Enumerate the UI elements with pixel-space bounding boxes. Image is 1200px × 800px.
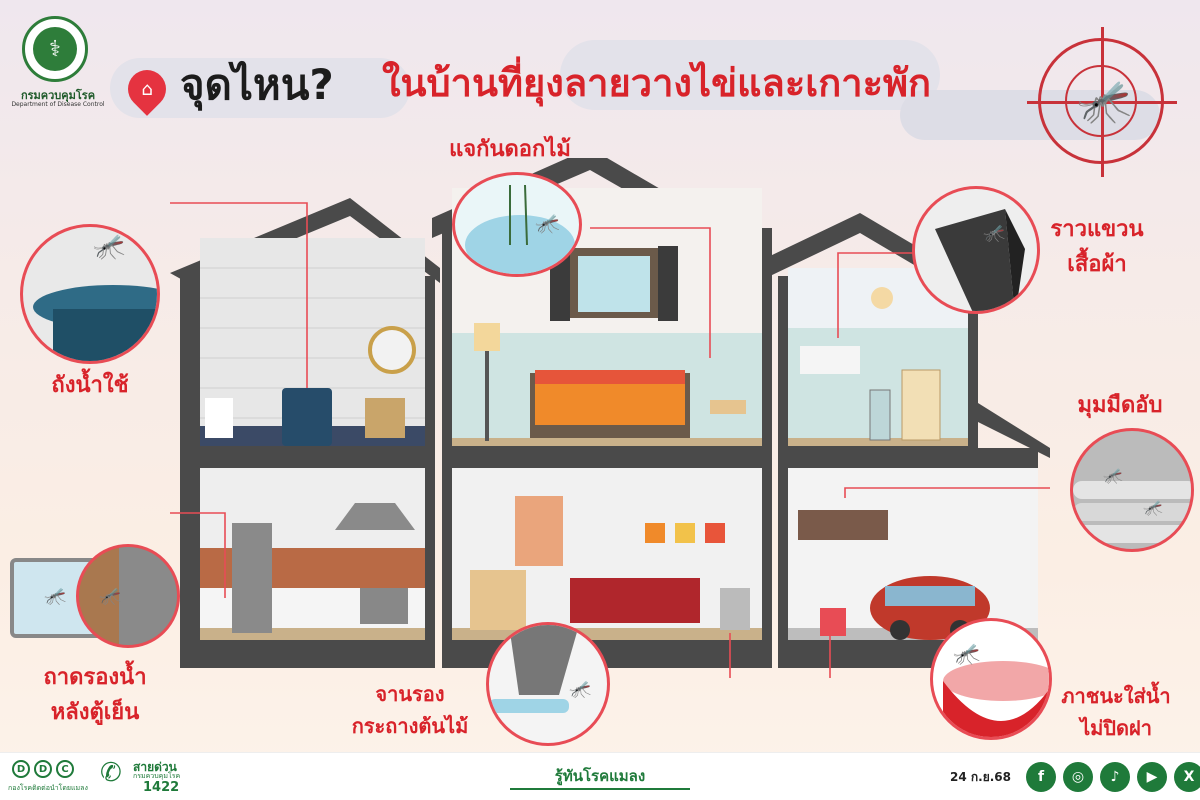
facebook-icon[interactable]: f	[1026, 762, 1056, 792]
clothes-hanger-callout: 🦟	[912, 186, 1040, 314]
label-fridge-tray-line1: ถาดรองน้ำ	[43, 665, 147, 690]
label-dark-corner: มุมมืดอับ	[1077, 393, 1163, 418]
svg-text:🦟: 🦟	[953, 642, 980, 667]
page-title: ในบ้านที่ยุงลายวางไข่และเกาะพัก	[382, 61, 932, 105]
label-fridge-tray-line2: หลังตู้เย็น	[50, 700, 140, 726]
label-fridge-tray: ถาดรองน้ำ หลังตู้เย็น	[20, 660, 170, 730]
ddc-letter: D	[12, 760, 30, 778]
caduceus-icon: ⚕	[33, 27, 77, 71]
slogan: รู้ทันโรคแมลง	[510, 764, 690, 790]
label-clothes-hanger-line1: ราวแขวน	[1050, 217, 1144, 242]
ddc-letter: C	[56, 760, 74, 778]
phone-icon: ✆	[100, 758, 122, 788]
ddc-subtitle: กองโรคติดต่อนำโดยแมลง	[8, 784, 88, 792]
label-flower-vase: แจกันดอกไม้	[449, 137, 571, 162]
label-clothes-hanger-line2: เสื้อผ้า	[1067, 252, 1127, 278]
post-date: 24 ก.ย.68	[950, 770, 1011, 784]
svg-text:🦟: 🦟	[44, 586, 66, 607]
label-clothes-hanger: ราวแขวน เสื้อผ้า	[1042, 212, 1152, 282]
water-jar-callout: 🦟	[20, 224, 160, 364]
label-open-container-line2: ไม่ปิดฝา	[1080, 716, 1152, 740]
ddc-logo: ⚕	[22, 16, 88, 82]
title-question: จุดไหน?	[180, 60, 334, 109]
fridge-back-callout: 🦟	[76, 544, 180, 648]
ddc-letter: D	[34, 760, 52, 778]
flower-vase-callout: 🦟	[452, 172, 582, 277]
hotline-org: กรมควบคุมโรค	[133, 772, 181, 780]
label-open-container: ภาชนะใส่น้ำ ไม่ปิดฝา	[1056, 680, 1176, 744]
svg-text:🦟: 🦟	[99, 586, 121, 607]
instagram-icon[interactable]: ◎	[1063, 762, 1093, 792]
hotline-number: 1422	[143, 780, 180, 795]
dark-corner-callout: 🦟🦟	[1070, 428, 1194, 552]
cloud-decoration	[560, 40, 940, 110]
svg-text:🦟: 🦟	[1103, 466, 1123, 485]
label-water-jar: ถังน้ำใช้	[51, 373, 129, 398]
tiktok-icon[interactable]: ♪	[1100, 762, 1130, 792]
svg-text:🦟: 🦟	[93, 232, 125, 262]
hotline-label: สายด่วน	[133, 760, 177, 774]
x-icon[interactable]: X	[1174, 762, 1200, 792]
social-links: f ◎ ♪ ▶ X	[1026, 762, 1200, 792]
footer	[0, 752, 1200, 800]
mosquito-target-icon: 🦟	[1027, 27, 1177, 177]
open-container-callout: 🦟	[930, 618, 1052, 740]
svg-text:🦟: 🦟	[535, 211, 560, 235]
ddc-logo: D D C	[12, 760, 74, 778]
plant-saucer-callout: 🦟	[486, 622, 610, 746]
youtube-icon[interactable]: ▶	[1137, 762, 1167, 792]
label-plant-saucer: จานรอง กระถางต้นไม้	[335, 678, 485, 742]
label-plant-saucer-line1: จานรอง	[375, 682, 445, 706]
label-open-container-line1: ภาชนะใส่น้ำ	[1061, 684, 1171, 708]
svg-text:🦟: 🦟	[983, 223, 1005, 244]
org-name-th: กรมควบคุมโรค	[20, 89, 96, 102]
svg-text:🦟: 🦟	[569, 679, 591, 700]
label-plant-saucer-line2: กระถางต้นไม้	[351, 714, 469, 738]
svg-text:🦟: 🦟	[1143, 498, 1163, 517]
org-name-en: Department of Disease Control	[11, 101, 105, 108]
